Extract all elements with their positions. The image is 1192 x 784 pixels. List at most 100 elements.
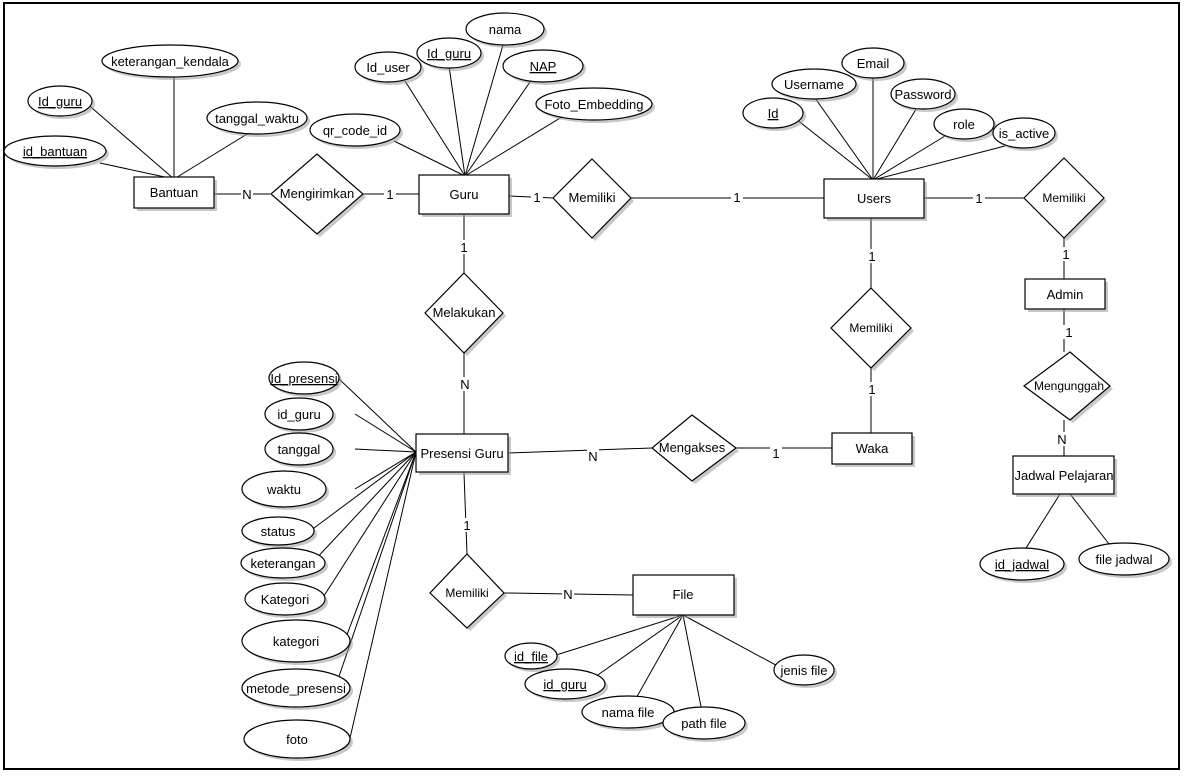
attribute-label: foto [286, 732, 308, 747]
attribute-path-file: path file [662, 706, 748, 742]
attribute-label: keterangan_kendala [111, 54, 230, 69]
attribute-label: metode_presensi [246, 681, 346, 696]
attribute-label: status [261, 524, 296, 539]
attribute-label: id_file [514, 649, 548, 664]
entity-presensi-guru: Presensi Guru [415, 433, 511, 475]
attribute-label: jenis file [780, 663, 828, 678]
relationship-melakukan: Melakukan [424, 272, 506, 356]
attribute-id-guru-file: id_guru [524, 668, 608, 702]
attribute-label: Password [894, 87, 951, 102]
cardinality-label: 1 [386, 187, 393, 202]
entity-label: File [673, 587, 694, 602]
relationship-label: Mengirimkan [280, 186, 354, 201]
entity-jadwal-pelajaran: Jadwal Pelajaran [1012, 455, 1117, 497]
attribute-email: Email [841, 47, 907, 81]
relationship-label: Mengunggah [1034, 379, 1104, 393]
relationship-memiliki-guru-users: Memiliki [552, 158, 634, 241]
attribute-foto-embedding: Foto_Embedding [535, 87, 655, 123]
attribute-id-file: id_file [504, 642, 560, 672]
attribute-label: id_guru [277, 407, 320, 422]
entity-bantuan: Bantuan [133, 176, 217, 211]
cardinality-label: 1 [460, 240, 467, 255]
attribute-label: nama file [602, 705, 655, 720]
attribute-id-user: Id_user [354, 51, 424, 85]
attribute-label: tanggal [278, 442, 321, 457]
attribute-id-guru-bantuan: Id_guru [27, 85, 95, 119]
cardinality-label: 1 [463, 518, 470, 533]
entity-label: Guru [450, 187, 479, 202]
relationship-label: Melakukan [433, 305, 496, 320]
attribute-nap: NAP [502, 49, 586, 85]
cardinality-label: N [588, 449, 597, 464]
relationship-label: Memiliki [1042, 191, 1085, 205]
attribute-label: keterangan [250, 556, 315, 571]
attribute-nama: nama [465, 12, 547, 48]
relationship-memiliki-presensi-file: Memiliki [429, 553, 507, 631]
entity-guru: Guru [418, 174, 512, 217]
attribute-label: id_jadwal [995, 557, 1049, 572]
attribute-label: Email [857, 56, 890, 71]
relationship-mengakses: Mengakses [651, 414, 739, 484]
entity-users: Users [823, 178, 927, 221]
relationship-label: Memiliki [849, 321, 892, 335]
attribute-password: Password [890, 78, 958, 112]
diagram-frame [3, 2, 1180, 770]
attribute-waktu: waktu [241, 470, 329, 510]
attribute-label: path file [681, 716, 727, 731]
entity-label: Jadwal Pelajaran [1014, 468, 1113, 483]
attribute-label: qr_code_id [323, 123, 387, 138]
entity-label: Bantuan [150, 185, 198, 200]
attribute-label: role [953, 117, 975, 132]
attribute-label: Username [784, 77, 844, 92]
relationship-label: Mengakses [659, 440, 726, 455]
attribute-id-bantuan: id_bantuan [3, 135, 109, 169]
cardinality-label: 1 [533, 190, 540, 205]
attribute-qr-code-id: qr_code_id [309, 113, 403, 149]
attribute-label: Id_presensi [270, 371, 337, 386]
entity-label: Presensi Guru [420, 446, 503, 461]
cardinality-label: N [1057, 432, 1066, 447]
attribute-label: is_active [999, 126, 1050, 141]
cardinality-label: 1 [868, 249, 875, 264]
entity-label: Admin [1047, 287, 1084, 302]
connector-lines [84, 44, 1121, 739]
cardinality-label: 1 [1062, 247, 1069, 262]
cardinality-label: N [563, 587, 572, 602]
attribute-label: waktu [266, 482, 301, 497]
relationship-memiliki-users-waka: Memiliki [830, 287, 914, 371]
attribute-label: tanggal_waktu [215, 111, 299, 126]
cardinality-label: N [460, 377, 469, 392]
attribute-label: Id_guru [427, 46, 471, 61]
attribute-label: NAP [530, 59, 557, 74]
attribute-label: nama [489, 22, 522, 37]
relationship-mengunggah: Mengunggah [1022, 351, 1113, 423]
cardinality-label: 1 [1065, 325, 1072, 340]
cardinality-label: 1 [772, 446, 779, 461]
attribute-foto: foto [243, 719, 353, 761]
attribute-label: Foto_Embedding [544, 97, 643, 112]
entity-label: Users [857, 191, 891, 206]
entity-label: Waka [856, 441, 890, 456]
attribute-status: status [241, 516, 317, 548]
attribute-metode-presensi: metode_presensi [241, 668, 353, 710]
relationship-memiliki-users-admin: Memiliki [1023, 157, 1107, 241]
attribute-nama-file: nama file [581, 695, 677, 731]
attribute-label: id_bantuan [23, 144, 87, 159]
attribute-label: Id_user [366, 60, 410, 75]
attribute-kategori-2: kategori [241, 619, 353, 665]
relationship-mengirimkan: Mengirimkan [270, 153, 366, 237]
attribute-jenis-file: jenis file [773, 654, 837, 688]
attribute-id-jadwal: id_jadwal [979, 547, 1067, 583]
cardinality-label: N [242, 187, 251, 202]
attribute-keterangan-kendala: keterangan_kendala [101, 44, 241, 80]
attribute-id-guru-presensi: id_guru [264, 397, 336, 433]
attribute-username: Username [771, 68, 859, 102]
attribute-label: Kategori [261, 592, 310, 607]
attribute-keterangan: keterangan [240, 547, 328, 581]
attribute-tanggal-waktu: tanggal_waktu [206, 101, 310, 137]
attribute-is-active: is_active [992, 117, 1058, 151]
attribute-label: Id_guru [38, 94, 82, 109]
attribute-label: id_guru [543, 677, 586, 692]
attribute-kategori-1: Kategori [244, 582, 328, 618]
